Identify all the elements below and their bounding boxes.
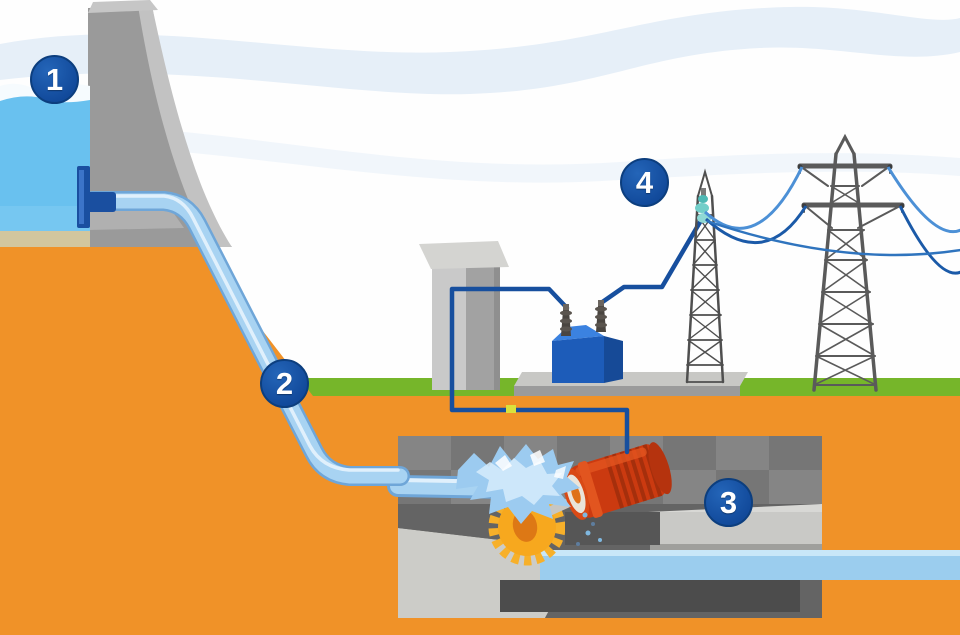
shore-sand-strip [0, 231, 90, 248]
building-roof-cap [419, 241, 509, 269]
dam [88, 0, 232, 247]
intake-gate [77, 166, 116, 228]
marker-1-reservoir-dam[interactable]: 1 [30, 55, 79, 104]
dam-crest-cap [88, 0, 158, 13]
marker-3-powerhouse[interactable]: 3 [704, 478, 753, 527]
penstock-pipe [82, 191, 410, 486]
generator [562, 442, 672, 520]
transformer [552, 300, 623, 383]
tailrace-channel [540, 550, 960, 580]
transformer-bushings [560, 300, 607, 336]
marker-3-label: 3 [719, 484, 738, 520]
tailrace-bed-block [500, 580, 800, 612]
marker-4-label: 4 [635, 164, 654, 200]
marker-2-penstock[interactable]: 2 [260, 359, 309, 408]
powerhouse-building [419, 241, 509, 390]
transformer-pad [514, 372, 748, 396]
reservoir [0, 83, 90, 233]
transmission-wires [703, 166, 960, 275]
dam-face-highlight [138, 6, 232, 247]
marker-1-label: 1 [45, 61, 64, 97]
power-cable [449, 214, 706, 455]
water-splash [456, 444, 602, 546]
marker-2-label: 2 [275, 365, 294, 401]
reservoir-water-light [0, 206, 90, 233]
sky-wave-band-upper [0, 6, 960, 95]
tailrace-water-highlight [540, 550, 960, 556]
marker-4-transmission[interactable]: 4 [620, 158, 669, 207]
cable-spark [506, 405, 516, 413]
generator-pedestal [565, 512, 660, 545]
dam-footing-highlight [88, 208, 184, 230]
draft-tube-ledge-shadow [650, 544, 822, 552]
sky-wave-band-lower [0, 125, 960, 183]
